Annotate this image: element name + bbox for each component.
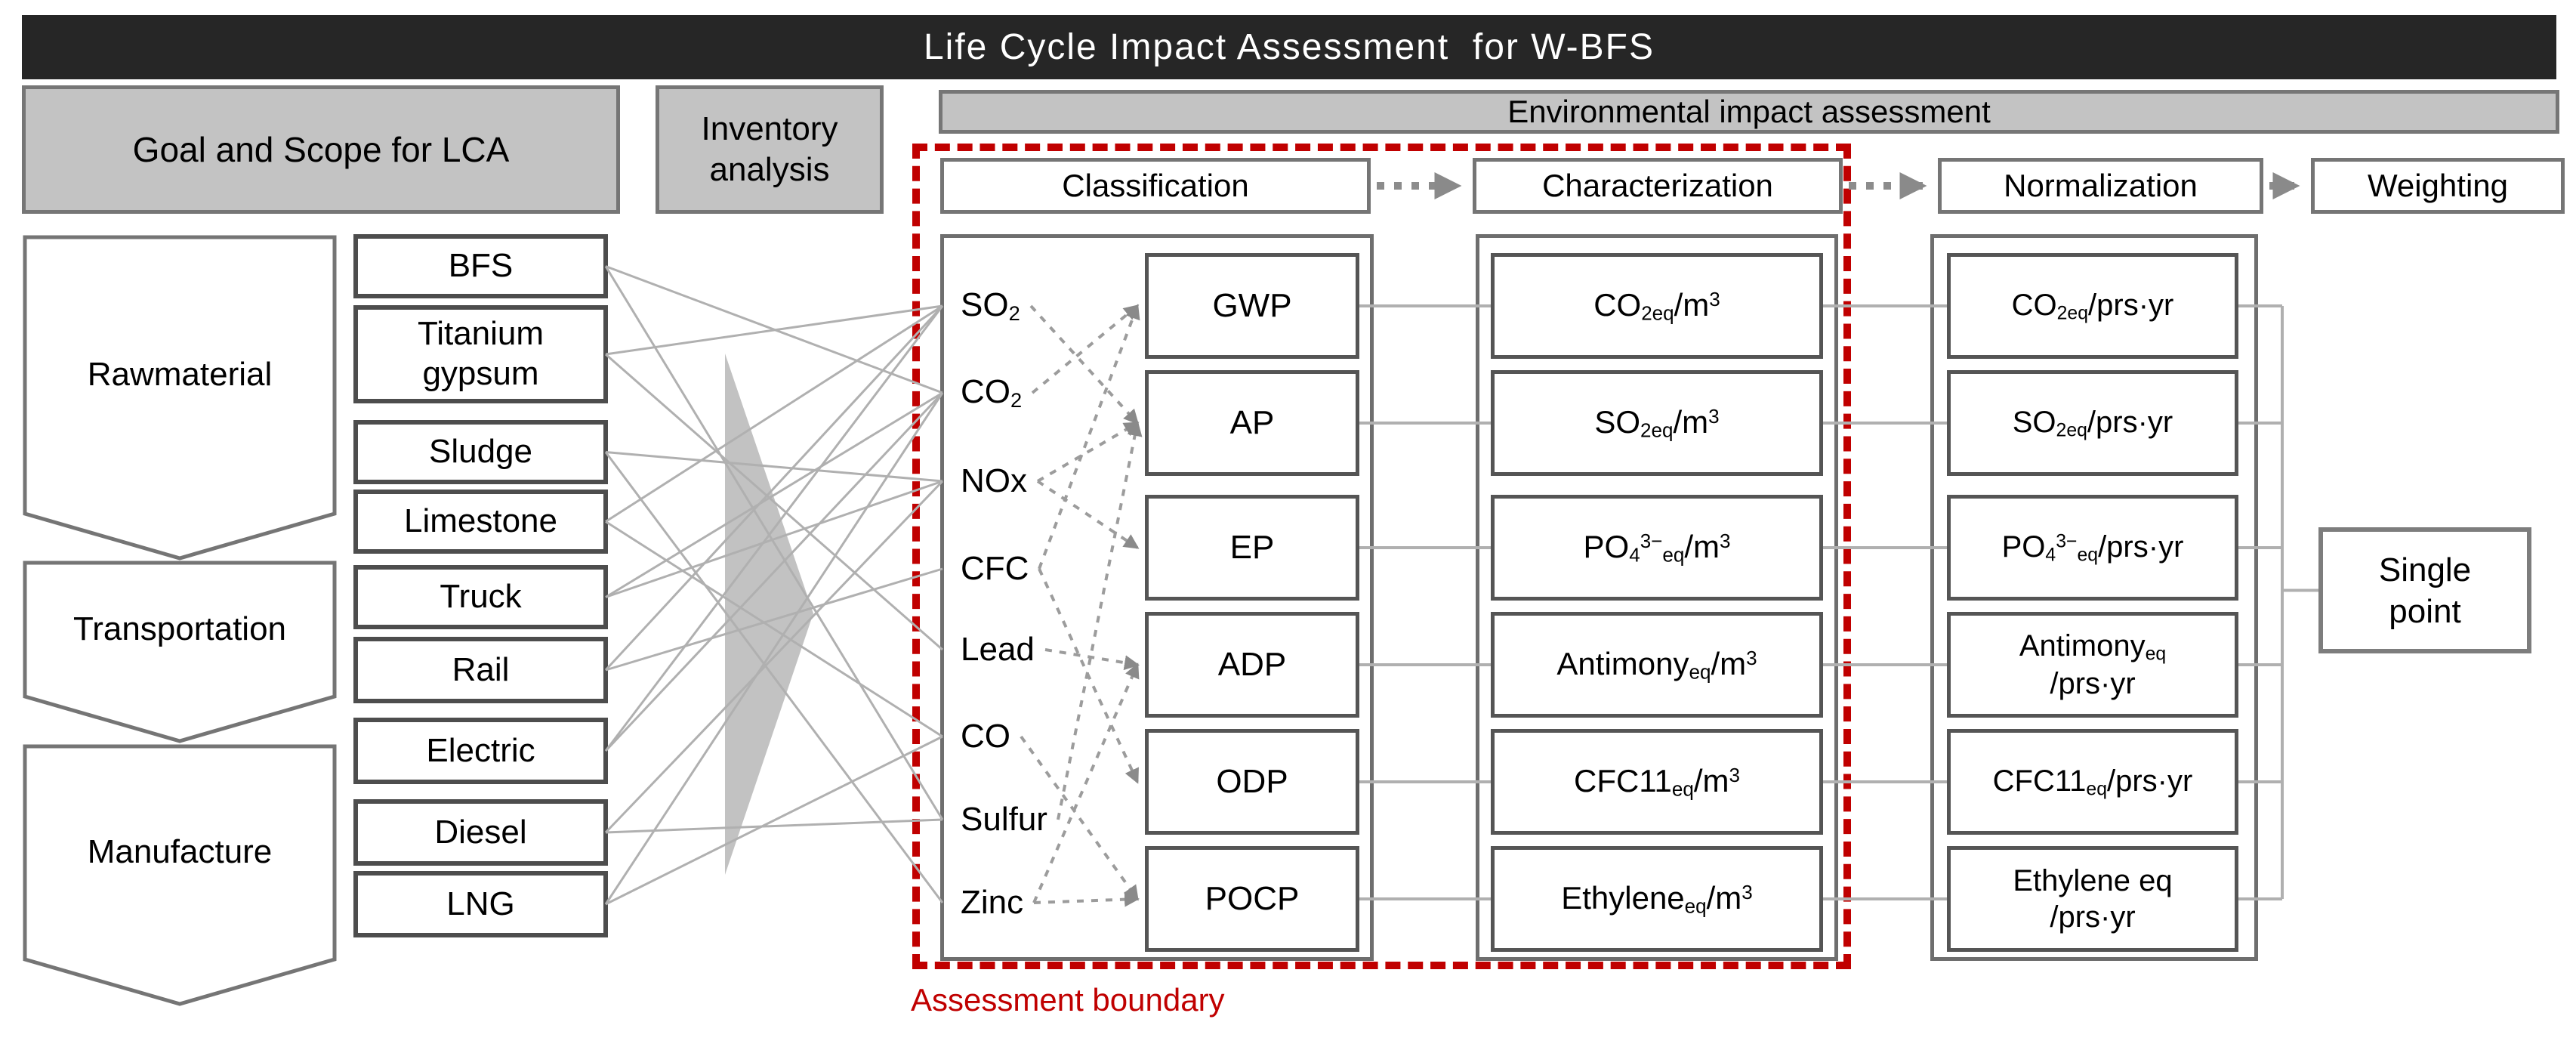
inventory-item-truck: Truck xyxy=(353,565,608,629)
item-label: Rail xyxy=(452,650,510,688)
characterization-unit-ethyleneeq: Ethyleneeq/m3 xyxy=(1491,846,1823,952)
unit-label: PO43−eq/prs·yr xyxy=(2001,530,2184,566)
substance-label: Sulfur xyxy=(961,801,1047,838)
step-box-classification: Classification xyxy=(940,158,1371,214)
characterization-unit-antimonyeq: Antimonyeq/m3 xyxy=(1491,612,1823,718)
unit-label: CO2eq/prs·yr xyxy=(2011,288,2174,324)
substance-label: Zinc xyxy=(961,884,1024,921)
phase-label-manufacture: Manufacture xyxy=(87,833,273,870)
category-gwp: GWP xyxy=(1145,253,1359,359)
substance-so2: SO2 xyxy=(961,280,1020,332)
characterization-unit-co2eq: CO2eq/m3 xyxy=(1491,253,1823,359)
item-label: BFS xyxy=(448,247,514,285)
environmental-impact-label: Environmental impact assessment xyxy=(1507,94,1991,130)
substance-label: SO2 xyxy=(961,286,1020,325)
page-title: Life Cycle Impact Assessment for W-BFS xyxy=(923,27,1655,67)
substance-co2: CO2 xyxy=(961,366,1022,419)
unit-label: Antimonyeq/prs·yr xyxy=(2019,629,2167,701)
inventory-item-rail: Rail xyxy=(353,637,608,703)
unit-label: Ethylene eq/prs·yr xyxy=(2013,864,2173,934)
characterization-unit-cfc11eq: CFC11eq/m3 xyxy=(1491,729,1823,835)
step-label-normalization: Normalization xyxy=(2004,168,2198,203)
item-label: Sludge xyxy=(428,433,532,471)
assessment-boundary-label: Assessment boundary xyxy=(911,982,1225,1018)
phase-label-transportation: Transportation xyxy=(72,610,287,647)
goal-scope-label: Goal and Scope for LCA xyxy=(132,129,510,169)
step-box-characterization: Characterization xyxy=(1473,158,1843,214)
characterization-unit-po4eq: PO43−eq/m3 xyxy=(1491,495,1823,601)
substance-label: CO xyxy=(961,718,1010,755)
category-label: EP xyxy=(1229,528,1275,566)
step-label-weighting: Weighting xyxy=(2367,168,2508,203)
step-box-weighting: Weighting xyxy=(2311,158,2565,214)
chevron-shape-icon xyxy=(23,744,337,1006)
category-label: GWP xyxy=(1212,286,1292,324)
unit-label: Antimonyeq/m3 xyxy=(1556,646,1757,684)
title-bar: Life Cycle Impact Assessment for W-BFS xyxy=(22,15,2556,79)
unit-label: CO2eq/m3 xyxy=(1593,287,1720,325)
chevron-shape-icon xyxy=(23,235,337,561)
category-label: AP xyxy=(1229,403,1275,441)
category-adp: ADP xyxy=(1145,612,1359,718)
category-odp: ODP xyxy=(1145,729,1359,835)
characterization-unit-so2eq: SO2eq/m3 xyxy=(1491,370,1823,476)
phase-chevron-transportation: Transportation xyxy=(23,561,337,743)
substance-label: CO2 xyxy=(961,373,1023,412)
inventory-item-limestone: Limestone xyxy=(353,490,608,554)
step-box-normalization: Normalization xyxy=(1938,158,2263,214)
inventory-item-lng: LNG xyxy=(353,871,608,937)
category-label: POCP xyxy=(1205,879,1300,917)
normalization-unit-cfc11eq: CFC11eq/prs·yr xyxy=(1947,729,2238,835)
category-pocp: POCP xyxy=(1145,846,1359,952)
substance-sulfur: Sulfur xyxy=(961,793,1047,846)
substance-cfc: CFC xyxy=(961,542,1029,595)
normalization-unit-co2eq: CO2eq/prs·yr xyxy=(1947,253,2238,359)
inventory-item-electric: Electric xyxy=(353,718,608,784)
inventory-item-sludge: Sludge xyxy=(353,420,608,484)
substance-zinc: Zinc xyxy=(961,876,1023,929)
normalization-unit-po4eq: PO43−eq/prs·yr xyxy=(1947,495,2238,601)
phase-chevron-manufacture: Manufacture xyxy=(23,744,337,1006)
category-label: ODP xyxy=(1216,762,1288,800)
normalization-unit-so2eq: SO2eq/prs·yr xyxy=(1947,370,2238,476)
item-label: LNG xyxy=(446,885,515,922)
substance-label: Lead xyxy=(961,631,1035,668)
unit-label: CFC11eq/prs·yr xyxy=(1992,764,2193,800)
unit-label: SO2eq/prs·yr xyxy=(2012,405,2173,441)
category-label: ADP xyxy=(1217,645,1287,683)
item-label: Limestone xyxy=(403,502,557,540)
unit-label: CFC11eq/m3 xyxy=(1573,763,1741,801)
funnel-triangle-icon xyxy=(725,354,813,875)
substance-label: NOx xyxy=(961,462,1027,499)
category-ep: EP xyxy=(1145,495,1359,601)
item-label: Electric xyxy=(426,731,535,769)
goal-scope-box: Goal and Scope for LCA xyxy=(22,85,620,214)
environmental-impact-header: Environmental impact assessment xyxy=(939,90,2559,134)
unit-label: Ethyleneeq/m3 xyxy=(1561,880,1753,918)
step-label-characterization: Characterization xyxy=(1542,168,1773,203)
inventory-item-diesel: Diesel xyxy=(353,799,608,866)
item-label: Diesel xyxy=(434,813,527,851)
substance-label: CFC xyxy=(961,550,1029,587)
item-label: Truck xyxy=(440,578,522,616)
normalization-unit-ethyleneeq: Ethylene eq/prs·yr xyxy=(1947,846,2238,952)
substance-co: CO xyxy=(961,710,1010,763)
substance-lead: Lead xyxy=(961,623,1035,676)
normalization-unit-antimonyeq: Antimonyeq/prs·yr xyxy=(1947,612,2238,718)
unit-label: PO43−eq/m3 xyxy=(1583,529,1731,567)
unit-label: SO2eq/m3 xyxy=(1594,404,1720,442)
substance-nox: NOx xyxy=(961,455,1027,508)
step-label-classification: Classification xyxy=(1062,168,1249,203)
category-ap: AP xyxy=(1145,370,1359,476)
inventory-item-bfs: BFS xyxy=(353,234,608,298)
chevron-shape-icon xyxy=(23,561,337,743)
